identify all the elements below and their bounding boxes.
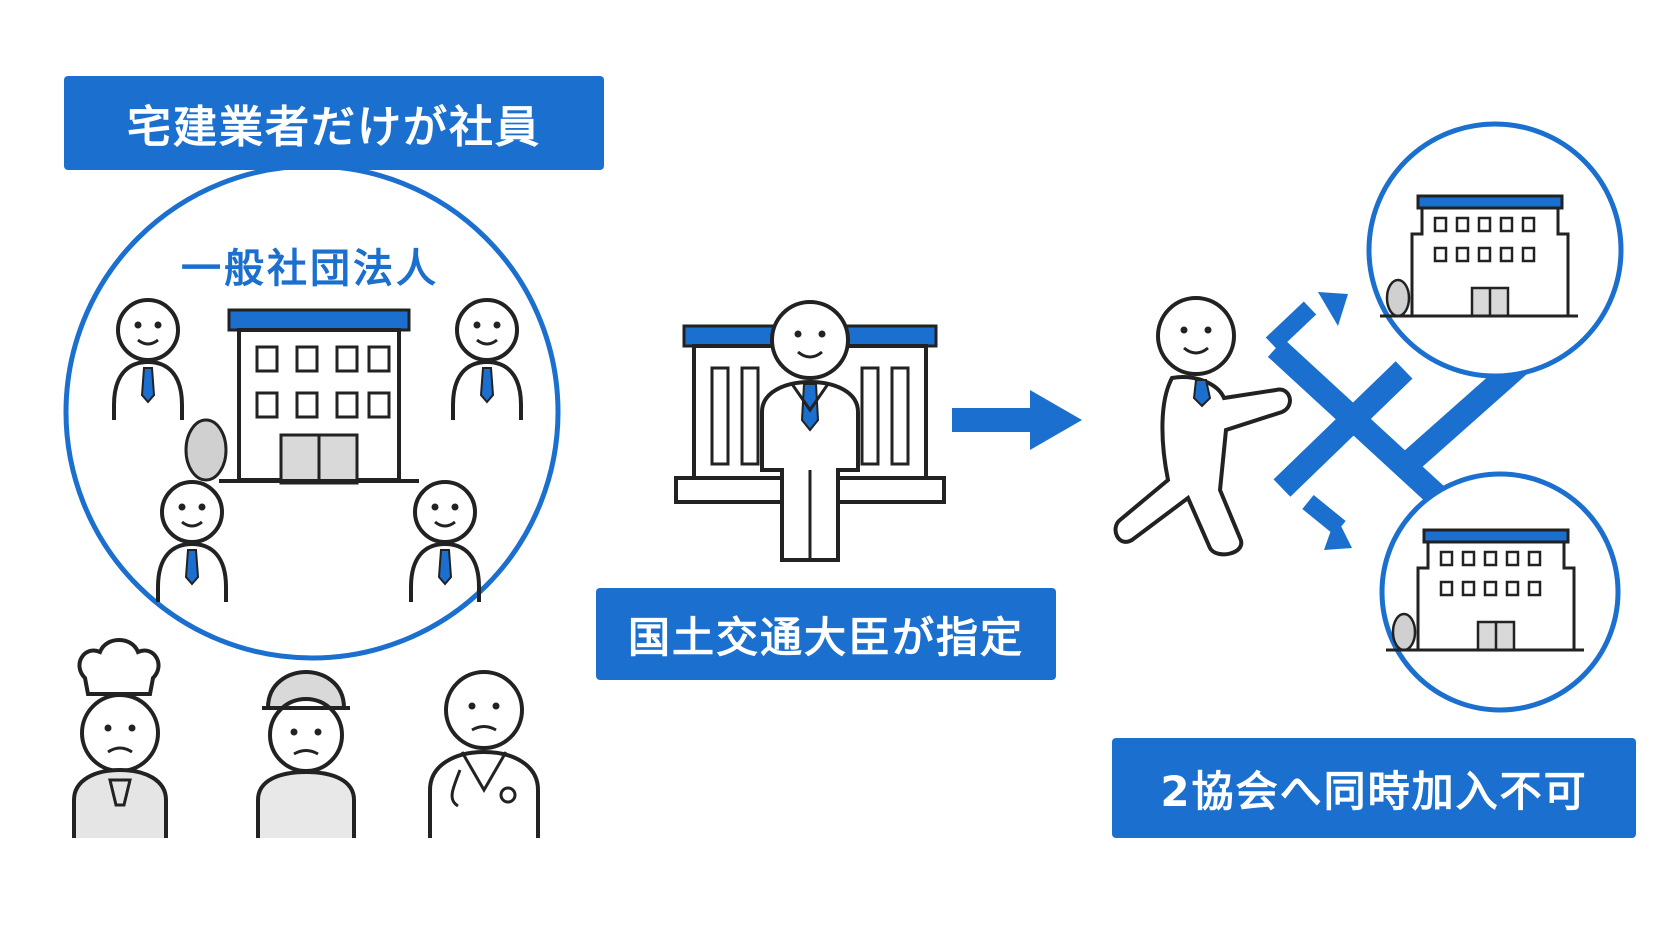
shrub-icon — [184, 418, 228, 482]
office-building-icon — [217, 308, 421, 485]
worker-icon — [256, 669, 356, 838]
employee-icon — [451, 298, 523, 422]
arrow-right-icon — [952, 390, 1082, 450]
walking-person-icon — [1113, 296, 1292, 557]
designated-label: 国土交通大臣が指定 — [596, 588, 1056, 680]
chef-icon — [72, 638, 168, 838]
employee-icon — [156, 480, 228, 604]
official-person-icon — [760, 300, 860, 562]
members-only-label: 宅建業者だけが社員 — [64, 76, 604, 170]
no-dual-membership-label: 2協会へ同時加入不可 — [1112, 738, 1636, 838]
diverging-arrows-icon — [1265, 292, 1352, 550]
circle-title: 一般社団法人 — [181, 246, 439, 292]
doctor-icon — [428, 670, 540, 838]
employee-icon — [409, 480, 481, 604]
association-circle — [63, 163, 561, 661]
employee-icon — [112, 298, 184, 422]
